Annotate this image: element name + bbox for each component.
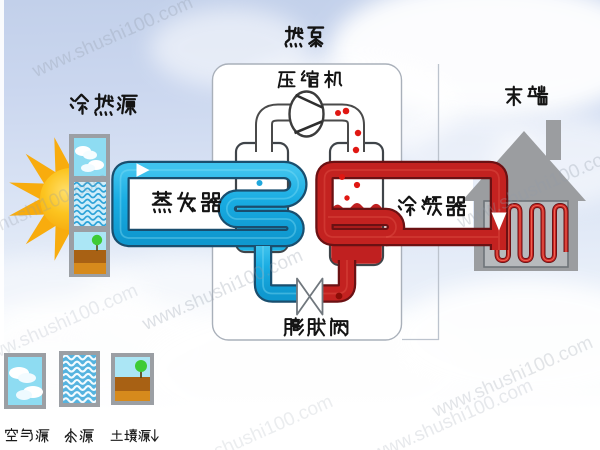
svg-text:www.shushi100.com: www.shushi100.com	[28, 0, 196, 82]
svg-text:www.shushi100.com: www.shushi100.com	[168, 391, 336, 450]
svg-text:www.shushi100.com: www.shushi100.com	[368, 375, 536, 450]
